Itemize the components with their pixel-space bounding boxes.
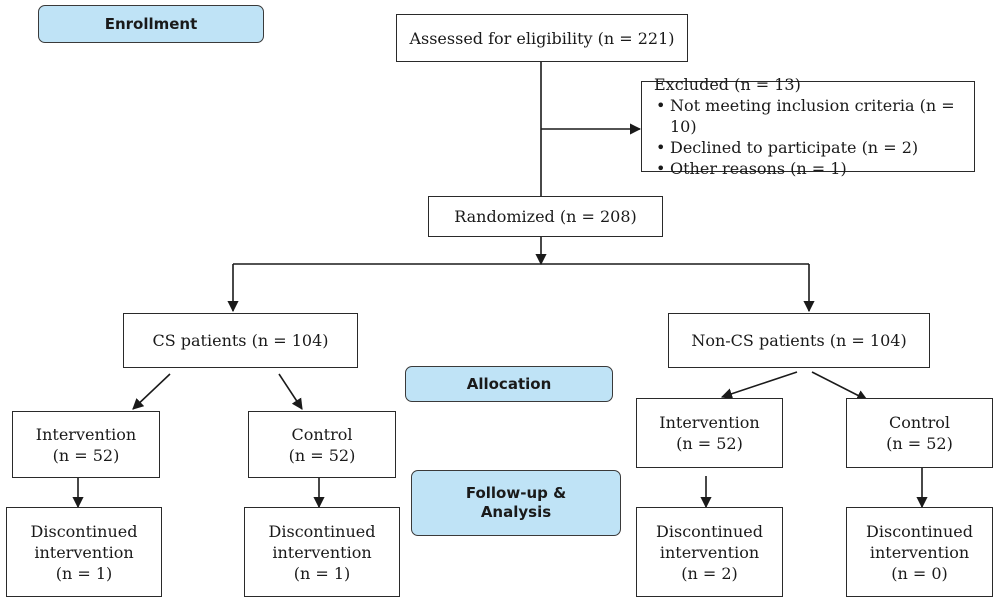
excluded-reason: Not meeting inclusion criteria (n = 10) [654, 95, 974, 137]
discontinued-line1: Discontinued [866, 521, 973, 541]
stage-followup-label-line2: Analysis [480, 503, 552, 521]
noncs-control-label: Control [888, 413, 950, 432]
noncs-control-n: (n = 52) [886, 434, 953, 453]
noncs-control-discontinued-box: Discontinued intervention (n = 0) [846, 507, 993, 597]
excluded-reasons-list: Not meeting inclusion criteria (n = 10) … [654, 95, 974, 179]
randomized-box: Randomized (n = 208) [428, 196, 663, 237]
stage-allocation: Allocation [405, 366, 613, 402]
cs-intervention-box: Intervention (n = 52) [12, 411, 160, 478]
cs-patients-box: CS patients (n = 104) [123, 313, 358, 368]
noncs-control-box: Control (n = 52) [846, 398, 993, 468]
excluded-box: Excluded (n = 13) Not meeting inclusion … [641, 75, 975, 179]
discontinued-line1: Discontinued [268, 521, 376, 541]
noncs-intervention-label: Intervention [659, 413, 760, 432]
cs-control-discontinued-n: (n = 1) [293, 563, 351, 583]
discontinued-line2: intervention [869, 542, 970, 562]
noncs-patients-box: Non-CS patients (n = 104) [668, 313, 930, 368]
stage-enrollment-label: Enrollment [104, 14, 198, 33]
discontinued-line1: Discontinued [30, 521, 138, 541]
noncs-patients-text: Non-CS patients (n = 104) [691, 331, 907, 350]
arrow-cs-to-intervention [132, 373, 171, 410]
cs-intervention-discontinued-n: (n = 1) [55, 563, 113, 583]
assessed-text: Assessed for eligibility (n = 221) [409, 28, 675, 48]
stage-followup-analysis: Follow-up & Analysis [411, 470, 621, 536]
cs-intervention-label: Intervention [35, 424, 137, 444]
discontinued-line2: intervention [272, 542, 372, 562]
noncs-intervention-discontinued-n: (n = 2) [681, 563, 738, 583]
excluded-reason: Declined to participate (n = 2) [654, 137, 974, 158]
assessed-box: Assessed for eligibility (n = 221) [396, 14, 688, 62]
noncs-intervention-n: (n = 52) [676, 434, 743, 453]
excluded-title: Excluded (n = 13) [654, 75, 801, 94]
arrow-noncs-to-intervention [720, 371, 798, 400]
discontinued-line2: intervention [659, 542, 760, 562]
cs-intervention-discontinued-box: Discontinued intervention (n = 1) [6, 507, 162, 597]
cs-control-discontinued-box: Discontinued intervention (n = 1) [244, 507, 400, 597]
cs-control-label: Control [291, 424, 353, 444]
stage-followup-label-line1: Follow-up & [465, 484, 567, 502]
cs-intervention-n: (n = 52) [52, 445, 120, 465]
stage-allocation-label: Allocation [466, 374, 552, 393]
noncs-intervention-discontinued-box: Discontinued intervention (n = 2) [636, 507, 783, 597]
cs-patients-text: CS patients (n = 104) [152, 331, 329, 350]
excluded-reason: Other reasons (n = 1) [654, 158, 974, 179]
discontinued-line1: Discontinued [656, 521, 763, 541]
noncs-intervention-box: Intervention (n = 52) [636, 398, 783, 468]
cs-control-n: (n = 52) [288, 445, 356, 465]
arrow-noncs-to-control [811, 371, 868, 401]
noncs-control-discontinued-n: (n = 0) [891, 563, 948, 583]
cs-control-box: Control (n = 52) [248, 411, 396, 478]
randomized-text: Randomized (n = 208) [454, 207, 637, 226]
discontinued-line2: intervention [34, 542, 134, 562]
stage-enrollment: Enrollment [38, 5, 264, 43]
arrow-cs-to-control [278, 373, 303, 410]
